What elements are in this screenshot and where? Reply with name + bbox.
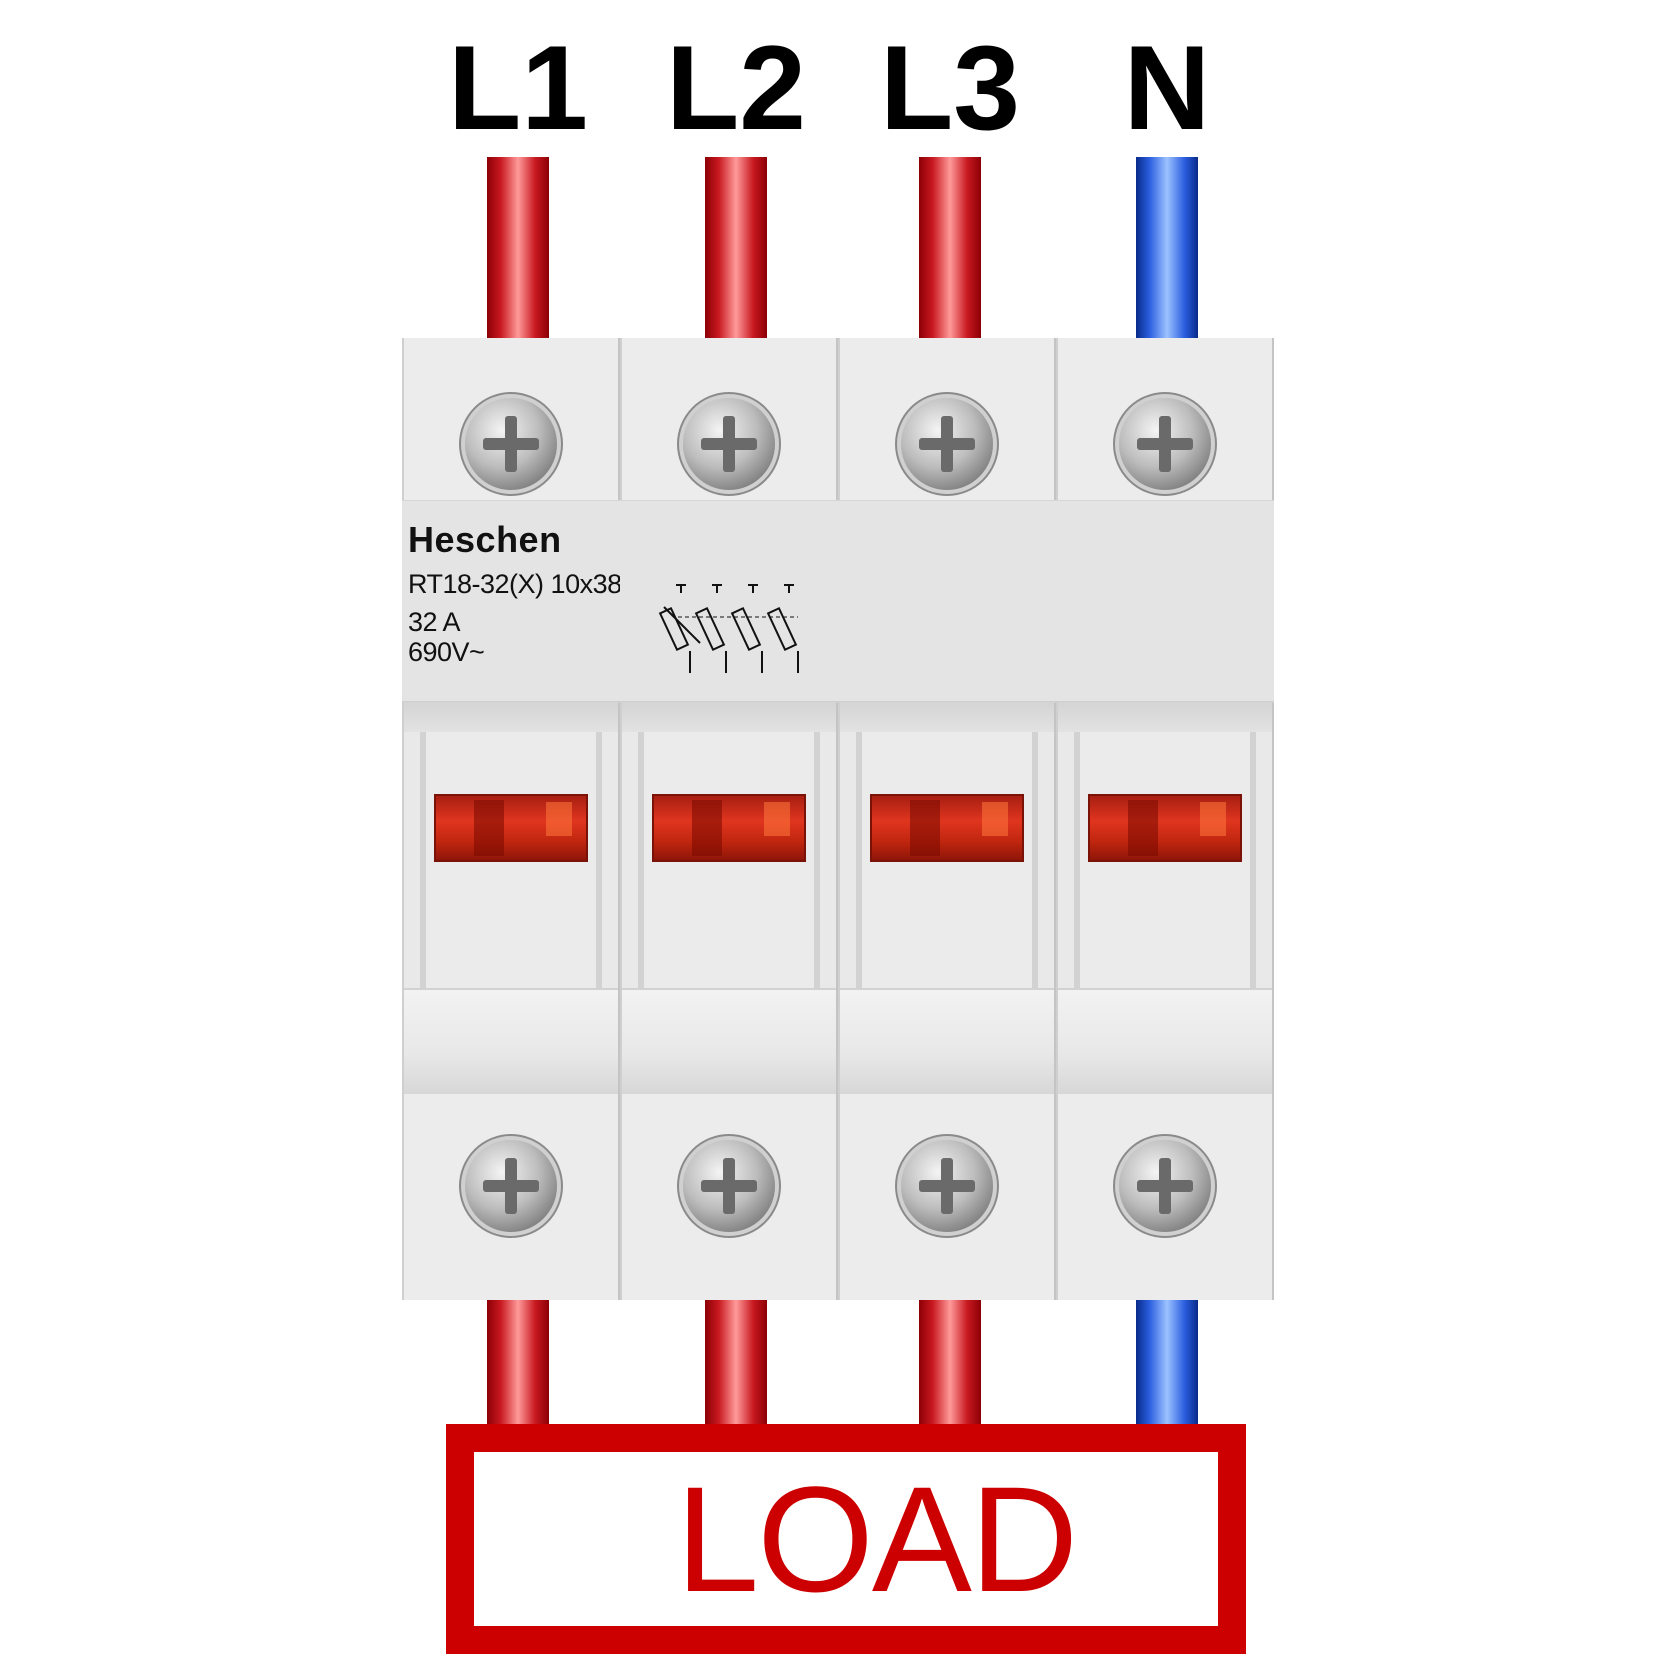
- terminal-block-top: [1058, 338, 1272, 500]
- brand-name: Heschen: [408, 519, 562, 560]
- wire-in-l1: [487, 157, 549, 340]
- label-plate: Heschen RT18-32(X) 10x38 32 A 690V~: [402, 500, 622, 703]
- fuse-symbol-icon: [658, 584, 799, 673]
- terminal-screw-icon[interactable]: [683, 398, 775, 490]
- wire-out-n: [1136, 1300, 1198, 1428]
- carrier-handle[interactable]: [622, 988, 836, 1099]
- fuse-carrier[interactable]: [856, 732, 1038, 988]
- terminal-block-top: [840, 338, 1054, 500]
- terminal-screw-icon[interactable]: [1119, 1140, 1211, 1232]
- fuse-indicator-window: [870, 794, 1024, 862]
- phase-label-n: N: [1123, 21, 1211, 155]
- load-box: LOAD: [446, 1424, 1246, 1654]
- carrier-handle[interactable]: [1058, 988, 1272, 1099]
- terminal-screw-icon[interactable]: [683, 1140, 775, 1232]
- phase-label-l2: L2: [665, 21, 807, 155]
- fuse-holder-pole-3: [838, 338, 1056, 1300]
- current-rating: 32 A: [408, 607, 461, 637]
- phase-label-l3: L3: [879, 21, 1021, 155]
- terminal-screw-icon[interactable]: [465, 1140, 557, 1232]
- terminal-block-top: [622, 338, 836, 500]
- fuse-holder-pole-1: Heschen RT18-32(X) 10x38 32 A 690V~: [402, 338, 622, 1300]
- wire-out-l3: [919, 1300, 981, 1428]
- wire-out-l2: [705, 1300, 767, 1428]
- label-plate: [838, 500, 1056, 703]
- label-plate: [1056, 500, 1274, 703]
- carrier-handle[interactable]: [840, 988, 1054, 1099]
- terminal-screw-icon[interactable]: [901, 398, 993, 490]
- wire-in-l3: [919, 157, 981, 340]
- carrier-handle[interactable]: [404, 988, 618, 1099]
- terminal-block-bottom: [1058, 1094, 1272, 1300]
- fuse-carrier[interactable]: [1074, 732, 1256, 988]
- fuse-holder-pole-n: [1056, 338, 1274, 1300]
- terminal-block-top: [404, 338, 618, 500]
- fuse-indicator-window: [434, 794, 588, 862]
- terminal-screw-icon[interactable]: [1119, 398, 1211, 490]
- wire-in-l2: [705, 157, 767, 340]
- phase-label-l1: L1: [447, 21, 589, 155]
- model-number: RT18-32(X) 10x38: [408, 569, 622, 599]
- label-plate: [620, 500, 838, 703]
- terminal-screw-icon[interactable]: [465, 398, 557, 490]
- fuse-indicator-window: [652, 794, 806, 862]
- terminal-block-bottom: [404, 1094, 618, 1300]
- fuse-indicator-window: [1088, 794, 1242, 862]
- terminal-block-bottom: [840, 1094, 1054, 1300]
- fuse-carrier[interactable]: [638, 732, 820, 988]
- terminal-block-bottom: [622, 1094, 836, 1300]
- voltage-rating: 690V~: [408, 637, 485, 667]
- wire-out-l1: [487, 1300, 549, 1428]
- terminal-screw-icon[interactable]: [901, 1140, 993, 1232]
- load-label: LOAD: [675, 1455, 1078, 1623]
- fuse-carrier[interactable]: [420, 732, 602, 988]
- wire-in-n: [1136, 157, 1198, 340]
- fuse-holder-pole-2: [620, 338, 838, 1300]
